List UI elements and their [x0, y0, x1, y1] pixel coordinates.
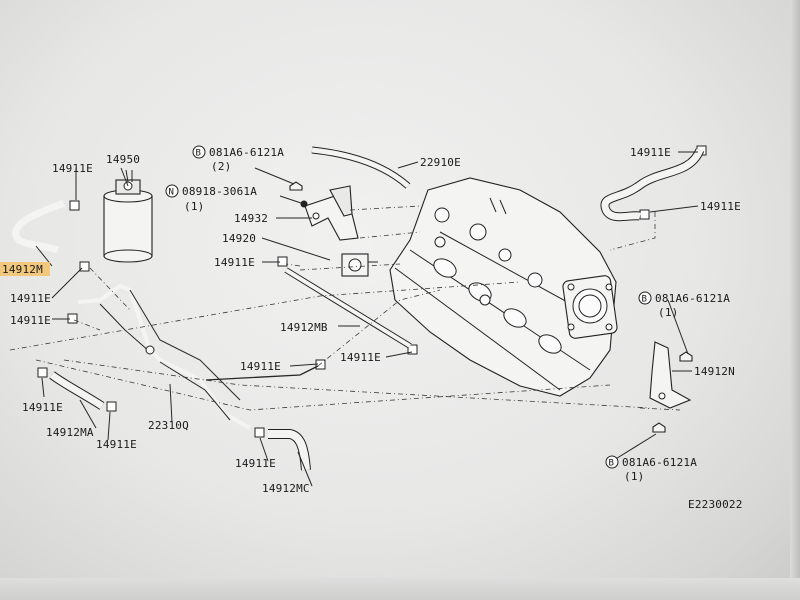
label-14912m: 14912M	[2, 263, 43, 276]
callout-b-icon	[605, 455, 619, 469]
label-14911e: 14911E	[10, 292, 51, 305]
canister-bottom	[103, 249, 153, 263]
label-14911e: 14911E	[235, 457, 276, 470]
part-labels: 14950 14911E 14912M 14911E 14911E 14911E…	[2, 145, 743, 511]
label-14912mb: 14912MB	[280, 321, 328, 334]
label-14911e: 14911E	[96, 438, 137, 451]
hose-14912m	[12, 199, 66, 254]
label-bolt-qty: (2)	[211, 160, 231, 173]
label-08918-3061a: 08918-3061A	[182, 185, 257, 198]
callout-b-prefix: B	[609, 459, 615, 469]
callout-b-icon	[638, 291, 652, 305]
hose-14912mc	[268, 430, 310, 471]
callout-b-prefix: B	[196, 149, 202, 159]
label-bolt-qty: (1)	[624, 470, 644, 483]
monitor-bezel-bottom	[0, 578, 800, 600]
vacuum-valve-14920	[341, 253, 378, 277]
callout-n-icon	[165, 184, 179, 198]
canister-assembly	[103, 169, 153, 263]
label-14912n: 14912N	[694, 365, 735, 378]
label-22310q: 22310Q	[148, 419, 189, 432]
label-14920: 14920	[222, 232, 256, 245]
monitor-bezel-right	[790, 0, 800, 600]
label-14911e: 14911E	[240, 360, 281, 373]
clip-icon	[407, 344, 418, 355]
label-14932: 14932	[234, 212, 268, 225]
label-14911e: 14911E	[52, 162, 93, 175]
label-14911e: 14911E	[700, 200, 741, 213]
clip-icon	[37, 367, 48, 378]
clip-icon	[254, 427, 265, 438]
highlight-marker	[0, 262, 50, 276]
label-14911e: 14911E	[10, 314, 51, 327]
label-14912mc: 14912MC	[262, 482, 310, 495]
diagram-code: E2230022	[688, 498, 743, 511]
clip-icon	[106, 401, 117, 412]
label-14911e: 14911E	[630, 146, 671, 159]
hose-14912ma	[49, 372, 104, 409]
bracket-14932	[304, 185, 359, 241]
phantom-lines	[9, 205, 681, 411]
bolt-icon	[289, 181, 693, 433]
clip-icon	[69, 200, 80, 211]
label-14912ma: 14912MA	[46, 426, 94, 439]
hose-22910e	[311, 147, 410, 188]
label-22910e: 22910E	[420, 156, 461, 169]
hose-top-right	[601, 148, 704, 221]
intake-manifold	[389, 177, 618, 397]
throttle-flange	[562, 275, 618, 339]
label-14911e: 14911E	[340, 351, 381, 364]
clip-icon	[79, 261, 90, 272]
clip-icon	[639, 209, 650, 220]
label-14911e: 14911E	[214, 256, 255, 269]
callout-b-icon	[192, 145, 206, 159]
bracket-14912n	[649, 341, 692, 409]
label-081a6-6121a: 081A6-6121A	[209, 146, 284, 159]
label-bolt-qty: (1)	[658, 306, 678, 319]
hose-14912mb	[284, 268, 412, 348]
label-14911e: 14911E	[22, 401, 63, 414]
canister-body	[103, 195, 153, 257]
label-bolt-qty: (1)	[184, 200, 204, 213]
callout-b-prefix: B	[642, 295, 648, 305]
label-081a6-6121a: 081A6-6121A	[655, 292, 730, 305]
leader-lines	[35, 151, 699, 487]
label-14950: 14950	[106, 153, 140, 166]
label-081a6-6121a: 081A6-6121A	[622, 456, 697, 469]
callout-n-prefix: N	[169, 188, 175, 198]
